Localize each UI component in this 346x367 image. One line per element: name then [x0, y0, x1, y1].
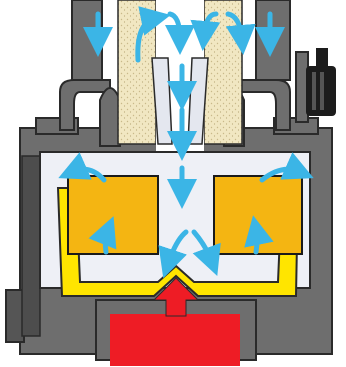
airflow-arrow-icon: [105, 230, 108, 252]
left-heating-block: [68, 176, 158, 254]
side-knob: [296, 48, 336, 122]
airflow-arrow-icon: [256, 230, 257, 252]
